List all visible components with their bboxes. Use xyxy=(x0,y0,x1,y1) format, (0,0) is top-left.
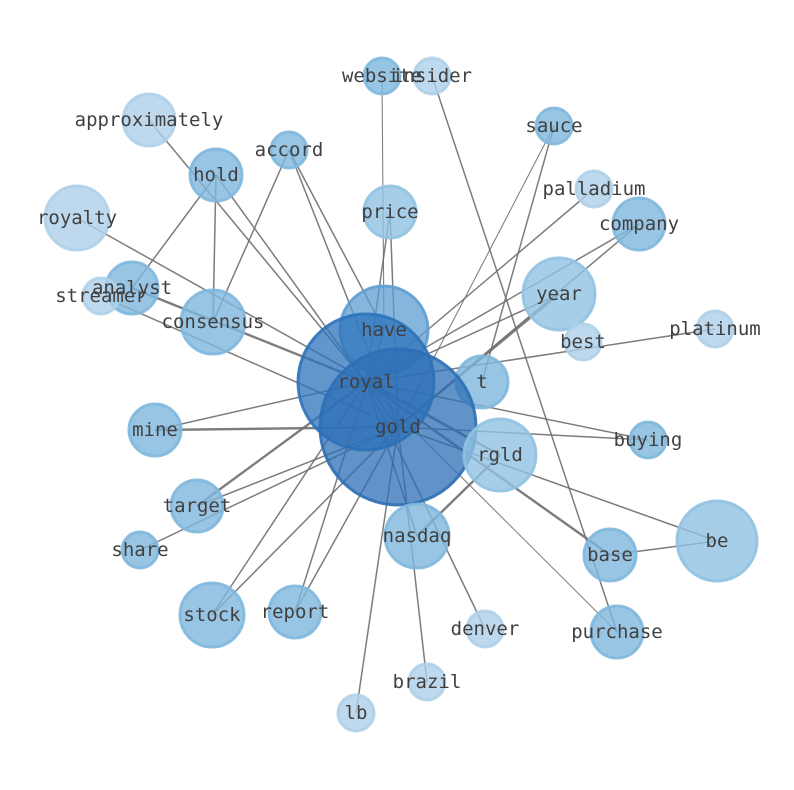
node-insider[interactable] xyxy=(412,56,452,96)
node-share[interactable] xyxy=(120,530,160,570)
node-lb[interactable] xyxy=(336,693,376,733)
node-label-purchase: purchase xyxy=(571,621,663,643)
node-label-stock: stock xyxy=(183,604,241,626)
node-label-website: website xyxy=(342,65,422,87)
node-label-platinum: platinum xyxy=(669,318,761,340)
node-rgld[interactable] xyxy=(462,417,538,493)
node-label-be: be xyxy=(706,530,729,552)
node-accord[interactable] xyxy=(269,130,309,170)
node-label-gold: gold xyxy=(375,416,421,438)
node-stock[interactable] xyxy=(178,581,246,649)
node-label-company: company xyxy=(599,213,679,235)
node-label-palladium: palladium xyxy=(543,178,646,200)
node-hold[interactable] xyxy=(188,147,244,203)
node-streamer[interactable] xyxy=(81,276,121,316)
node-label-nasdaq: nasdaq xyxy=(383,525,452,547)
node-label-brazil: brazil xyxy=(393,671,462,693)
node-label-rgld: rgld xyxy=(477,444,523,466)
node-buying[interactable] xyxy=(628,420,668,460)
node-label-buying: buying xyxy=(614,429,683,451)
node-brazil[interactable] xyxy=(407,662,447,702)
node-label-year: year xyxy=(536,283,582,305)
node-label-base: base xyxy=(587,544,633,566)
node-platinum[interactable] xyxy=(695,309,735,349)
node-label-share: share xyxy=(111,539,168,561)
node-mine[interactable] xyxy=(127,402,183,458)
node-label-report: report xyxy=(261,601,330,623)
node-purchase[interactable] xyxy=(589,604,645,660)
node-label-sauce: sauce xyxy=(525,115,582,137)
node-report[interactable] xyxy=(267,584,323,640)
node-label-hold: hold xyxy=(193,164,239,186)
node-label-analyst: analyst xyxy=(92,277,172,299)
node-palladium[interactable] xyxy=(574,169,614,209)
node-royalty[interactable] xyxy=(43,184,111,252)
node-denver[interactable] xyxy=(465,609,505,649)
node-label-lb: lb xyxy=(345,702,368,724)
node-label-insider: insider xyxy=(392,65,472,87)
node-approximately[interactable] xyxy=(121,92,177,148)
node-label-t: t xyxy=(476,371,487,393)
node-nasdaq[interactable] xyxy=(383,502,451,570)
node-consensus[interactable] xyxy=(179,288,247,356)
node-price[interactable] xyxy=(362,184,418,240)
node-label-royalty: royalty xyxy=(37,207,117,229)
node-label-target: target xyxy=(163,495,232,517)
node-website[interactable] xyxy=(362,56,402,96)
node-best[interactable] xyxy=(563,322,603,362)
node-label-consensus: consensus xyxy=(162,311,265,333)
node-sauce[interactable] xyxy=(534,106,574,146)
node-layer xyxy=(43,56,759,733)
node-company[interactable] xyxy=(611,196,667,252)
node-label-accord: accord xyxy=(255,139,324,161)
node-label-best: best xyxy=(560,331,606,353)
node-label-mine: mine xyxy=(132,419,178,441)
node-year[interactable] xyxy=(521,256,597,332)
node-label-price: price xyxy=(361,201,418,223)
node-label-approximately: approximately xyxy=(75,109,224,131)
node-label-streamer: streamer xyxy=(55,285,147,307)
node-label-royal: royal xyxy=(337,371,394,393)
node-label-have: have xyxy=(361,319,407,341)
node-target[interactable] xyxy=(169,478,225,534)
node-be[interactable] xyxy=(675,499,759,583)
node-base[interactable] xyxy=(582,527,638,583)
node-label-denver: denver xyxy=(451,618,520,640)
